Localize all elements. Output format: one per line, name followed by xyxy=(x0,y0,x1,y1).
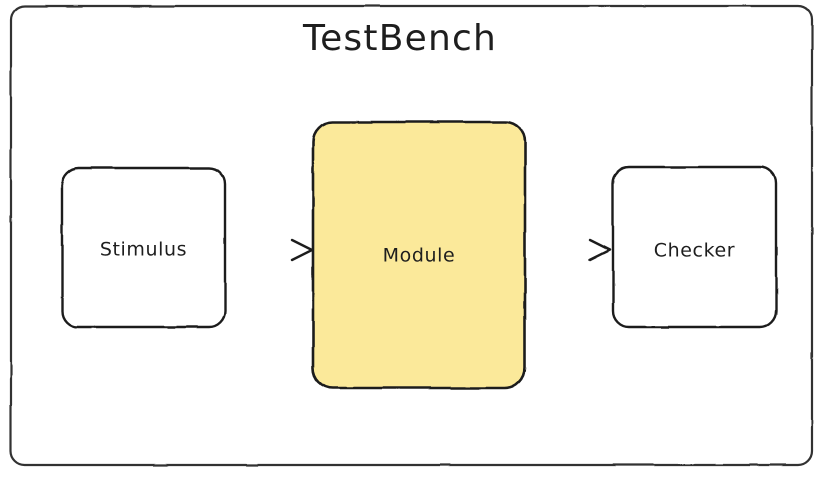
node-checker[interactable]: Checker xyxy=(611,165,778,329)
node-stimulus-outline xyxy=(60,166,227,329)
node-stimulus[interactable]: Stimulus xyxy=(60,166,227,329)
node-checker-outline xyxy=(611,165,778,329)
edge-module-to-checker xyxy=(530,238,612,262)
node-checker-label: Checker xyxy=(654,240,735,262)
node-module-outline xyxy=(311,120,527,390)
edge-module-to-checker-arrowhead xyxy=(588,238,612,262)
node-module-label: Module xyxy=(383,245,456,267)
node-module[interactable]: Module xyxy=(311,120,527,390)
node-stimulus-label: Stimulus xyxy=(100,239,187,261)
testbench-title: TestBench xyxy=(302,18,497,59)
